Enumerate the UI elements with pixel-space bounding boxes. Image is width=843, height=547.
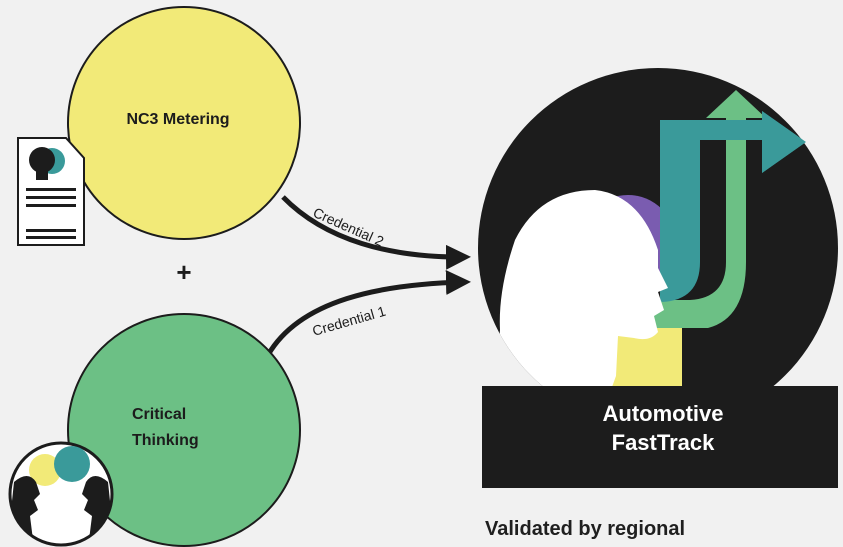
automotive-fasttrack-badge [478,68,838,488]
node-critical-thinking-label-line1: Critical [132,406,186,423]
conversation-icon [8,441,114,547]
connector-credential-1 [265,269,471,357]
teal-arrow-tip [762,111,806,173]
connector-credential-2 [281,195,471,270]
node-critical-thinking-label-line2: Thinking [132,432,199,449]
footer-caption: Validated by regional [485,518,686,540]
badge-title-line2: FastTrack [612,430,715,455]
document-icon [17,137,85,246]
node-critical-thinking [67,313,301,547]
plus-symbol: + [176,257,191,287]
badge-title-line1: Automotive [603,401,724,426]
node-nc3-metering [67,6,301,240]
node-nc3-metering-label: NC3 Metering [126,111,229,128]
